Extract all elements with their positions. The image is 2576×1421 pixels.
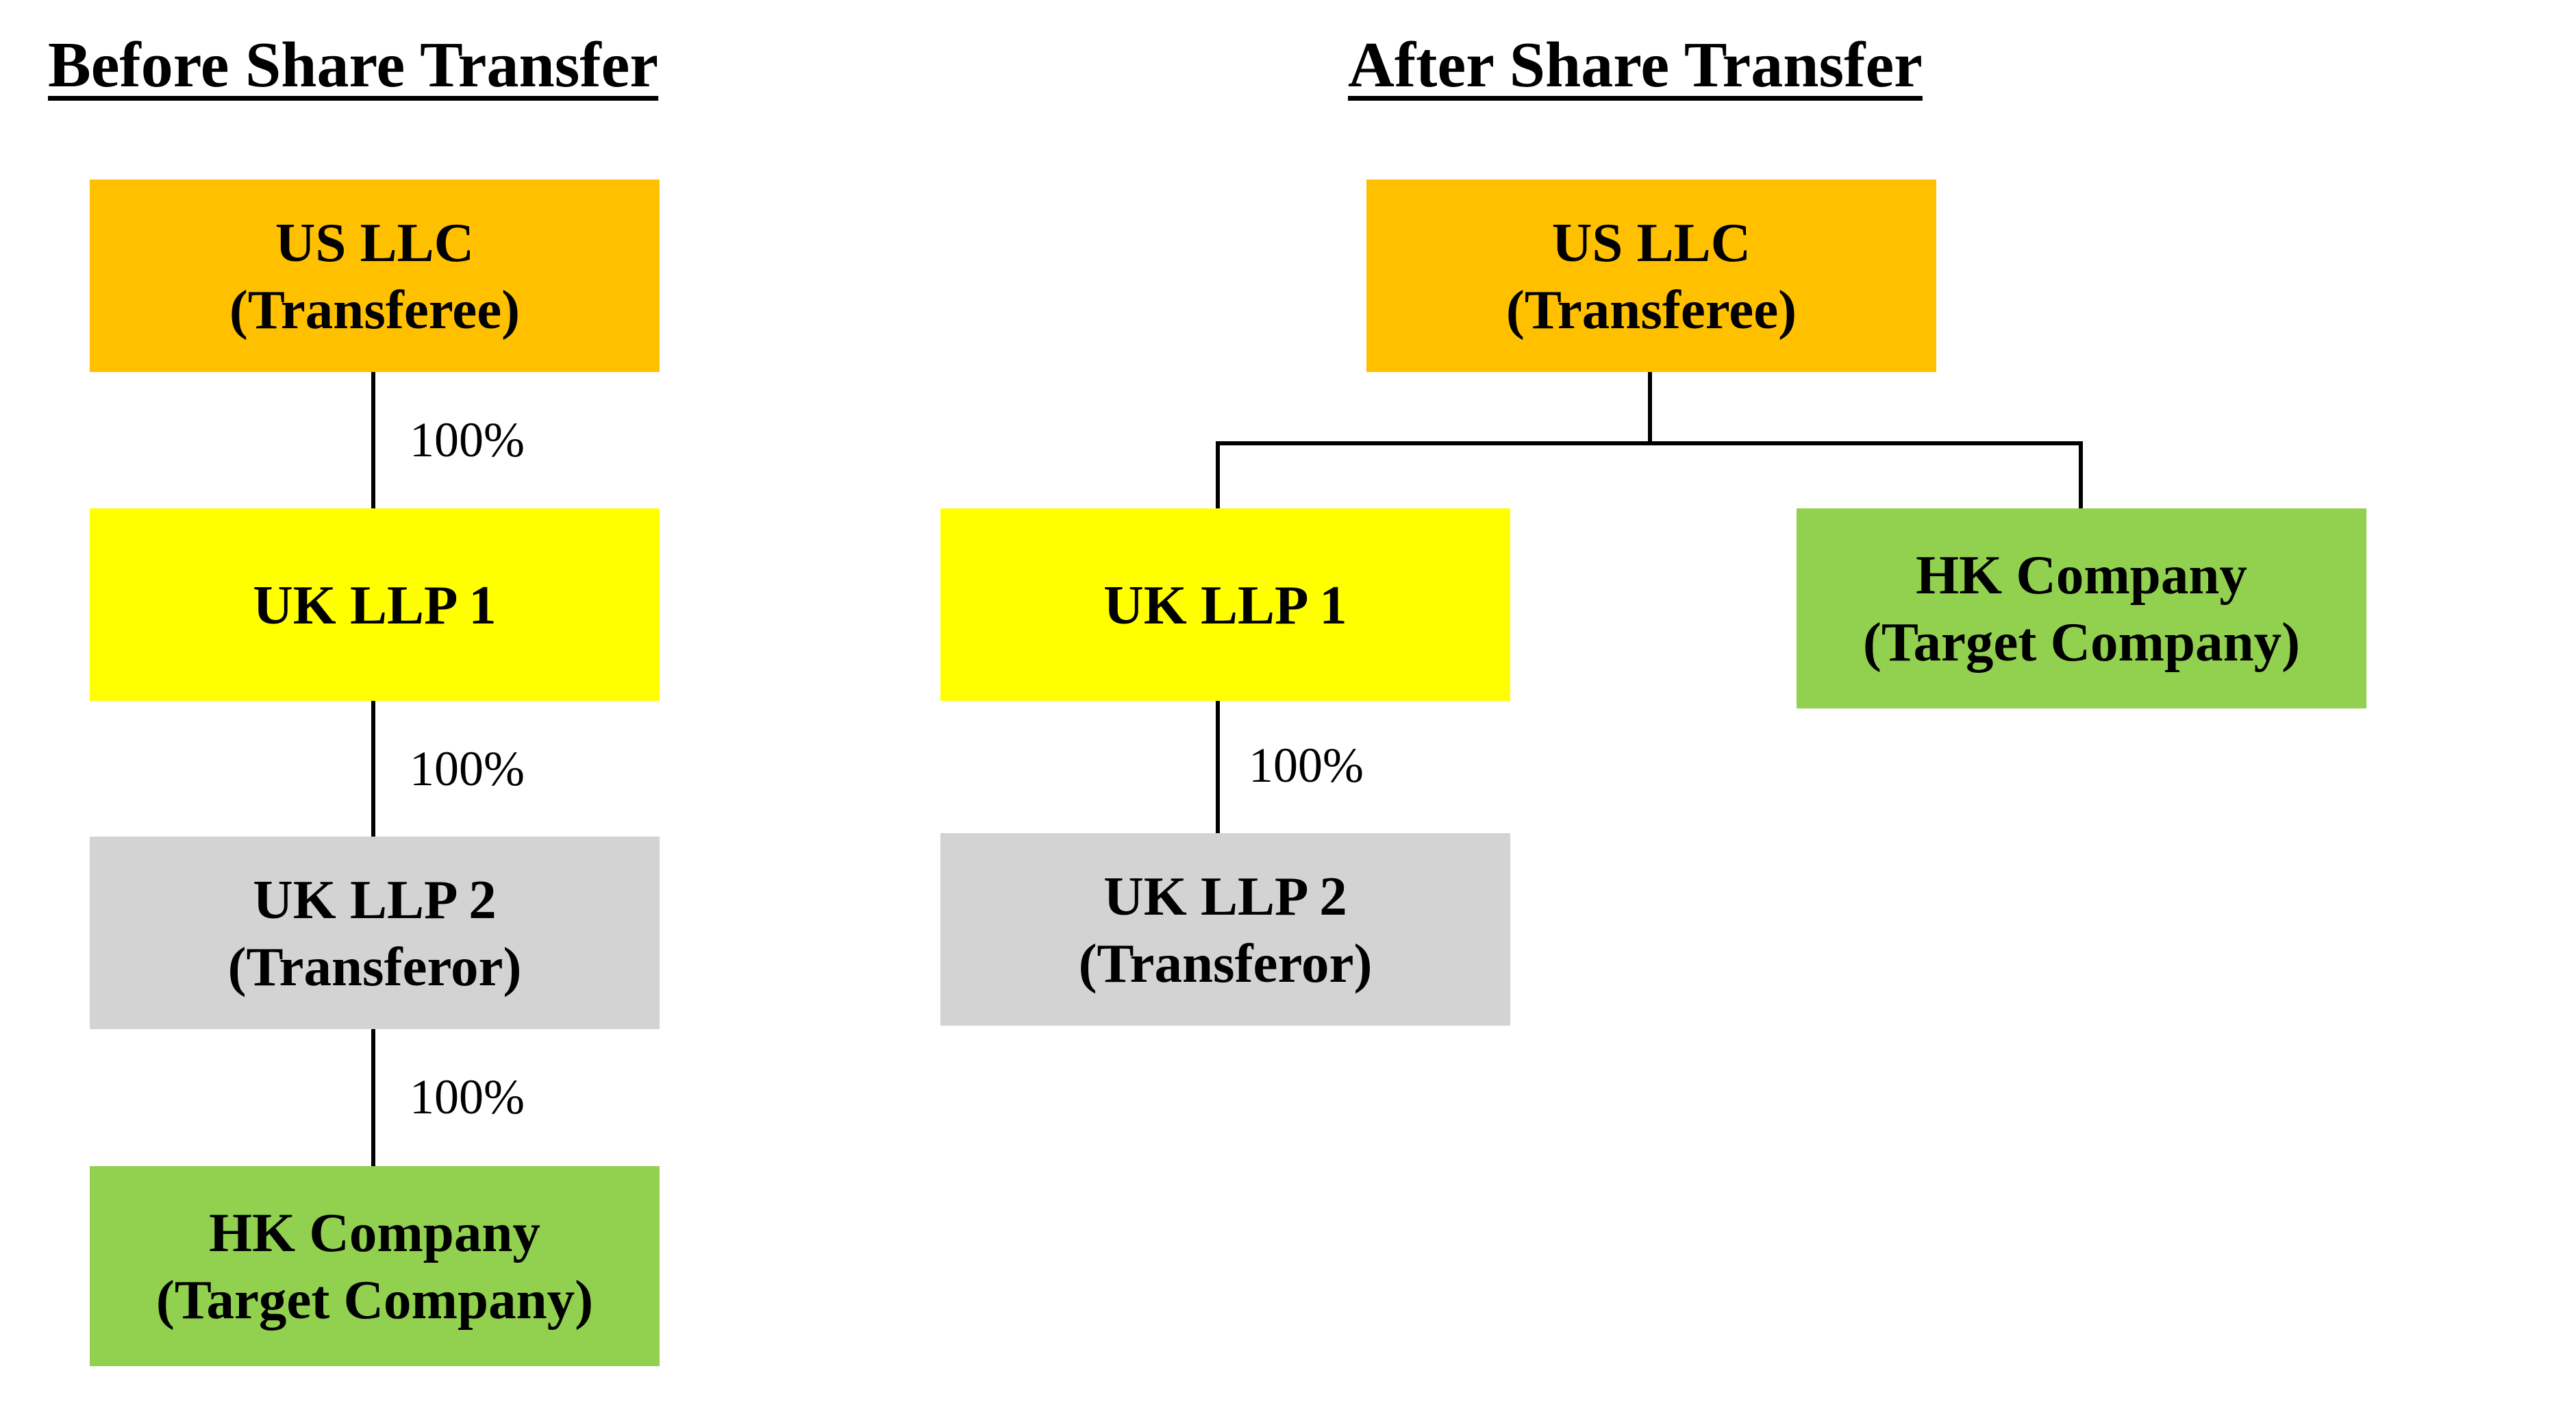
after-hk-company-role: (Target Company): [1862, 611, 2301, 673]
after-uk-llp1-box: UK LLP 1: [940, 508, 1510, 701]
after-uk-llp1-name: UK LLP 1: [1103, 573, 1347, 636]
before-us-llc-role: (Transferee): [229, 278, 521, 341]
after-hk-company-name: HK Company: [1916, 544, 2247, 606]
before-ownership-label-3: 100%: [410, 1070, 525, 1124]
before-us-llc-name: US LLC: [275, 211, 475, 273]
before-ownership-label-2: 100%: [410, 741, 525, 796]
before-uk-llp1-box: UK LLP 1: [90, 508, 660, 701]
after-us-llc-role: (Transferee): [1505, 278, 1797, 341]
after-uk-llp2-box: UK LLP 2 (Transferor): [940, 833, 1510, 1026]
before-connector-us-llc-uk-llp1: [371, 372, 375, 508]
after-uk-llp2-role: (Transferor): [1078, 932, 1373, 994]
before-uk-llp2-box: UK LLP 2 (Transferor): [90, 837, 660, 1029]
after-us-llc-name: US LLC: [1551, 211, 1751, 273]
heading-after-share-transfer: After Share Transfer: [1348, 29, 1923, 101]
before-hk-company-role: (Target Company): [155, 1269, 594, 1331]
heading-before-share-transfer: Before Share Transfer: [48, 29, 659, 101]
before-hk-company-name: HK Company: [209, 1202, 540, 1263]
before-connector-uk-llp1-uk-llp2: [371, 701, 375, 837]
before-ownership-label-1: 100%: [410, 412, 525, 467]
after-us-llc-box: US LLC (Transferee): [1366, 180, 1936, 372]
before-uk-llp2-role: (Transferor): [227, 935, 522, 998]
after-connector-branch-horizontal: [1216, 441, 2083, 445]
after-connector-branch-hk-company: [2079, 441, 2083, 508]
before-connector-uk-llp2-hk-company: [371, 1029, 375, 1166]
before-uk-llp1-name: UK LLP 1: [253, 573, 497, 636]
after-connector-branch-uk-llp1: [1216, 441, 1220, 508]
before-uk-llp2-name: UK LLP 2: [253, 868, 497, 930]
after-ownership-label-1: 100%: [1249, 738, 1364, 793]
after-connector-us-llc-trunk: [1648, 372, 1652, 443]
after-hk-company-box: HK Company (Target Company): [1797, 508, 2366, 708]
after-connector-uk-llp1-uk-llp2: [1216, 701, 1220, 833]
after-uk-llp2-name: UK LLP 2: [1103, 865, 1347, 927]
before-hk-company-box: HK Company (Target Company): [90, 1166, 660, 1366]
before-us-llc-box: US LLC (Transferee): [90, 180, 660, 372]
